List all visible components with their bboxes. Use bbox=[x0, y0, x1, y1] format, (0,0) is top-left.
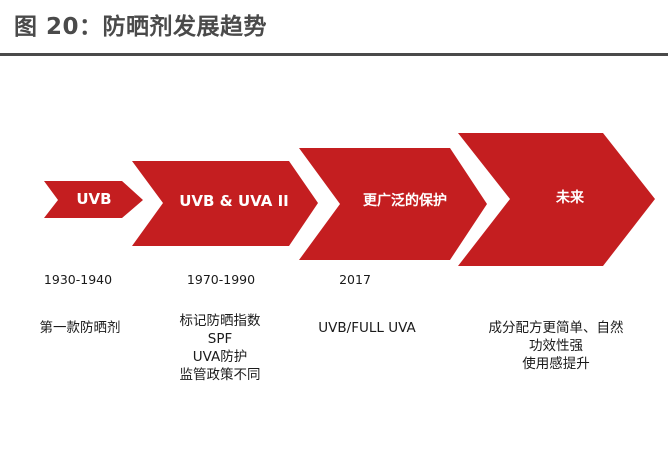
chevron-label-1: UVB bbox=[76, 190, 111, 208]
chevron-shape-3 bbox=[299, 148, 487, 260]
chevron-stage-4: 未来 bbox=[458, 133, 655, 266]
stage-desc-1: 第一款防晒剂 bbox=[0, 319, 170, 337]
chevron-shape-1 bbox=[44, 181, 143, 218]
stage-desc-2-line-2: SPF bbox=[207, 331, 233, 347]
figure-title: 图 20：防晒剂发展趋势 bbox=[14, 14, 268, 40]
chevron-label-3: 更广泛的保护 bbox=[363, 192, 447, 209]
stage-desc-1-line-1: 第一款防晒剂 bbox=[39, 320, 121, 336]
stage-desc-3-line-1: UVB/FULL UVA bbox=[318, 320, 416, 336]
stage-desc-4-line-1: 成分配方更简单、自然 bbox=[488, 320, 624, 336]
stage-desc-4-line-2: 功效性强 bbox=[529, 338, 583, 354]
stage-year-2: 1970-1990 bbox=[186, 272, 256, 287]
stage-desc-2-line-4: 监管政策不同 bbox=[179, 367, 261, 383]
stage-desc-2: 标记防晒指数 SPF UVA防护 监管政策不同 bbox=[130, 312, 310, 384]
chevron-label-4: 未来 bbox=[556, 189, 585, 206]
chevron-label-2: UVB & UVA II bbox=[179, 192, 289, 210]
chevron-stage-2: UVB & UVA II bbox=[132, 161, 318, 246]
stage-desc-4: 成分配方更简单、自然 功效性强 使用感提升 bbox=[466, 319, 646, 373]
chevron-shape-2 bbox=[132, 161, 318, 246]
stage-desc-4-line-3: 使用感提升 bbox=[522, 356, 590, 372]
chevron-stage-3: 更广泛的保护 bbox=[299, 148, 487, 260]
stage-desc-3: UVB/FULL UVA bbox=[277, 319, 457, 337]
stage-desc-2-line-3: UVA防护 bbox=[192, 349, 248, 365]
stage-desc-2-line-1: 标记防晒指数 bbox=[179, 313, 261, 329]
stage-year-1: 1930-1940 bbox=[43, 272, 113, 287]
chevron-stage-1: UVB bbox=[44, 181, 143, 218]
chevron-shape-4 bbox=[458, 133, 655, 266]
stage-year-3: 2017 bbox=[339, 272, 371, 287]
title-divider bbox=[0, 53, 668, 56]
